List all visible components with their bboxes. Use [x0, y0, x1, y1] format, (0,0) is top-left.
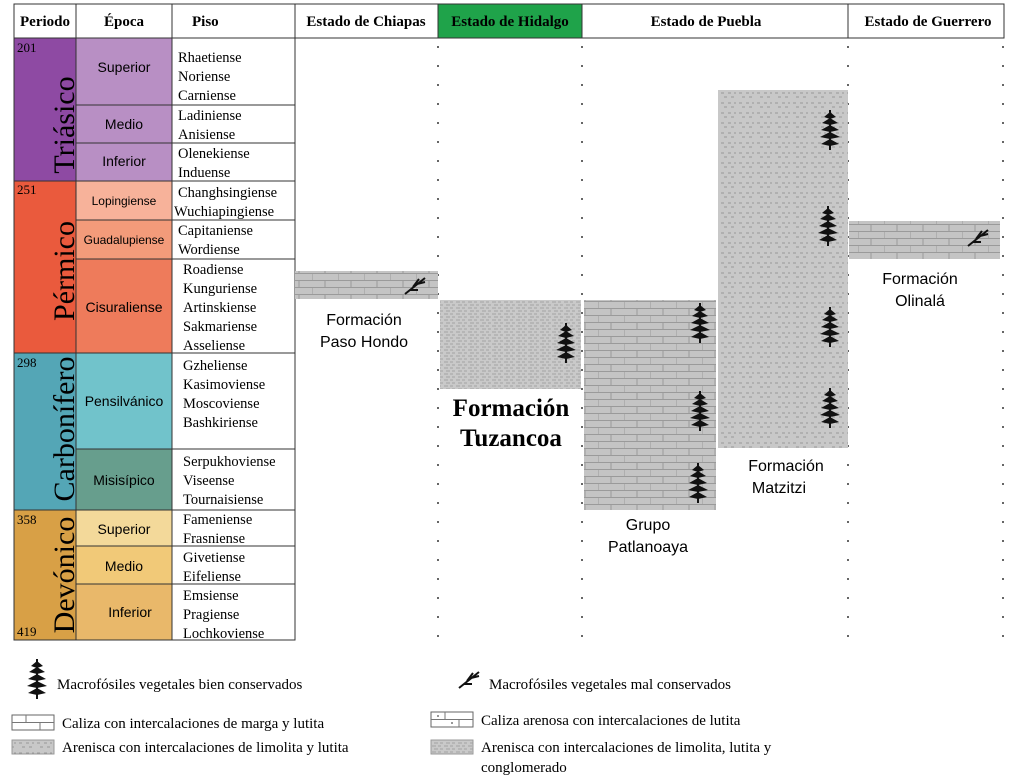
formation-patlanoaya: Grupo Patlanoaya — [584, 300, 716, 556]
patlanoaya-label-1: Grupo — [626, 517, 671, 534]
stage-carniense: Carniense — [178, 88, 236, 104]
stage-column: Rhaetiense Noriense Carniense Ladiniense… — [171, 37, 296, 642]
epoch-lopingiense: Lopingiense — [92, 194, 157, 208]
epoch-pensilvanico: Pensilvánico — [85, 393, 164, 409]
twig-icon — [458, 671, 480, 689]
stage-noriense: Noriense — [178, 69, 230, 85]
stage-serpukhoviense: Serpukhoviense — [183, 454, 276, 470]
legend-poorly-preserved: Macrofósiles vegetales mal conservados — [489, 677, 731, 693]
stage-asseliense: Asseliense — [183, 338, 245, 354]
stage-artinskiense: Artinskiense — [183, 300, 256, 316]
age-419: 419 — [17, 624, 37, 639]
period-column: Triásico Pérmico Carbonífero Devónico 20… — [13, 37, 81, 641]
stage-ladiniense: Ladiniense — [178, 108, 242, 124]
legend-sandstone-conglomerate-1: Arenisca con intercalaciones de limolita… — [481, 740, 772, 756]
epoch-misisipico: Misisípico — [93, 472, 155, 488]
stage-wordiense: Wordiense — [178, 242, 240, 258]
epoch-devonico-inferior: Inferior — [108, 604, 152, 620]
stage-induense: Induense — [178, 165, 230, 181]
stage-fameniense: Fameniense — [183, 512, 252, 528]
stage-eifeliense: Eifeliense — [183, 569, 241, 585]
column-separators — [437, 46, 1004, 640]
epoch-guadalupiense: Guadalupiense — [84, 233, 165, 247]
header-piso: Piso — [192, 14, 219, 30]
header-row: Periodo Época Piso Estado de Chiapas Est… — [13, 3, 1005, 39]
age-251: 251 — [17, 182, 37, 197]
paso-hondo-label-2: Paso Hondo — [320, 334, 408, 351]
legend: Macrofósiles vegetales bien conservados … — [11, 658, 772, 776]
matzitzi-rock-column — [718, 90, 848, 448]
legend-sandy-limestone: Caliza arenosa con intercalaciones de lu… — [481, 713, 741, 729]
matzitzi-label-2: Matzitzi — [752, 480, 806, 497]
header-puebla: Estado de Puebla — [651, 14, 762, 30]
stage-sakmariense: Sakmariense — [183, 319, 257, 335]
epoch-triasico-inferior: Inferior — [102, 153, 146, 169]
period-permico-cell — [13, 180, 77, 354]
stage-roadiense: Roadiense — [183, 262, 243, 278]
stage-wuchiapingiense: Wuchiapingiense — [174, 204, 274, 220]
fern-icon — [26, 658, 48, 700]
epoch-column: Superior Medio Inferior Lopingiense Guad… — [75, 37, 173, 641]
stage-capitaniense: Capitaniense — [178, 223, 253, 239]
legend-limestone-marl: Caliza con intercalaciones de marga y lu… — [62, 716, 324, 732]
legend-well-preserved: Macrofósiles vegetales bien conservados — [57, 677, 302, 693]
olinala-rock-column — [849, 221, 1000, 259]
formation-matzitzi: Formación Matzitzi — [718, 90, 848, 497]
stage-bashkiriense: Bashkiriense — [183, 415, 258, 431]
tuzancoa-label-2: Tuzancoa — [460, 425, 562, 452]
olinala-label-1: Formación — [882, 271, 958, 288]
stage-pragiense: Pragiense — [183, 607, 239, 623]
stage-gzheliense: Gzheliense — [183, 358, 247, 374]
epoch-triasico-medio: Medio — [105, 116, 143, 132]
header-periodo: Periodo — [20, 14, 70, 30]
stage-givetiense: Givetiense — [183, 550, 245, 566]
stage-kunguriense: Kunguriense — [183, 281, 257, 297]
olinala-label-2: Olinalá — [895, 293, 945, 310]
legend-swatch-sandstone-limolite — [11, 739, 55, 755]
header-epoca: Época — [104, 13, 145, 30]
stage-kasimoviense: Kasimoviense — [183, 377, 265, 393]
legend-sandstone-conglomerate-2: conglomerado — [481, 760, 567, 776]
matzitzi-label-1: Formación — [748, 458, 824, 475]
stage-emsiense: Emsiense — [183, 588, 239, 604]
legend-swatch-sandstone-conglomerate — [430, 739, 474, 755]
stage-moscoviense: Moscoviense — [183, 396, 260, 412]
legend-sandstone-limolite: Arenisca con intercalaciones de limolita… — [62, 740, 349, 756]
stage-lochkoviense: Lochkoviense — [183, 626, 264, 642]
formation-paso-hondo: Formación Paso Hondo — [295, 271, 438, 351]
age-298: 298 — [17, 355, 37, 370]
header-chiapas: Estado de Chiapas — [306, 14, 425, 30]
patlanoaya-label-2: Patlanoaya — [608, 539, 688, 556]
stage-tournaisiense: Tournaisiense — [183, 492, 263, 508]
formation-tuzancoa: Formación Tuzancoa — [440, 300, 581, 452]
stage-frasniense: Frasniense — [183, 531, 245, 547]
epoch-cisuraliense: Cisuraliense — [85, 299, 162, 315]
age-358: 358 — [17, 512, 37, 527]
tuzancoa-rock-column — [440, 300, 581, 389]
tuzancoa-label-1: Formación — [453, 395, 570, 422]
stage-anisiense: Anisiense — [178, 127, 235, 143]
header-guerrero: Estado de Guerrero — [865, 14, 992, 30]
stage-rhaetiense: Rhaetiense — [178, 50, 242, 66]
epoch-triasico-superior: Superior — [98, 59, 151, 75]
period-devonico-cell — [13, 509, 77, 641]
header-hidalgo: Estado de Hidalgo — [451, 14, 569, 30]
age-201: 201 — [17, 40, 37, 55]
formation-olinala: Formación Olinalá — [849, 221, 1000, 310]
epoch-devonico-superior: Superior — [98, 521, 151, 537]
epoch-devonico-medio: Medio — [105, 558, 143, 574]
stage-olenekiense: Olenekiense — [178, 146, 250, 162]
stage-viseense: Viseense — [183, 473, 234, 489]
paso-hondo-label-1: Formación — [326, 312, 402, 329]
stage-changhsingiense: Changhsingiense — [178, 185, 277, 201]
